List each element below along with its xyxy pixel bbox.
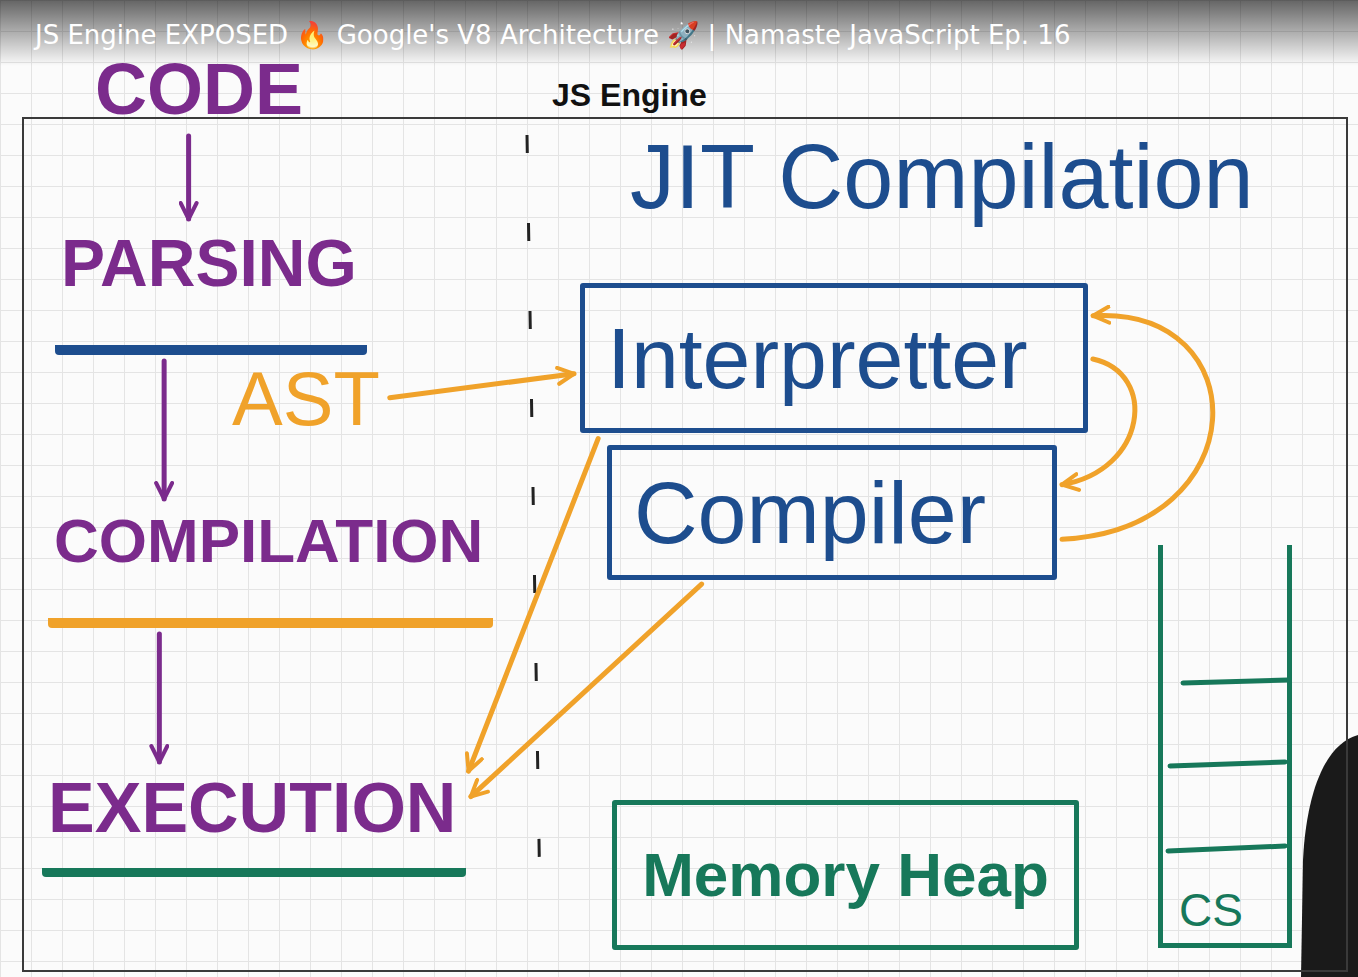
frame-heading: JS Engine [552,79,707,111]
flow-arrow [162,361,167,499]
stack-shelf [1168,846,1285,851]
node-text: EXECUTION [48,773,456,843]
divider-line [527,135,540,900]
stack-shelf [1170,762,1285,766]
ast-label: AST [228,355,384,442]
node-text: COMPILATION [54,510,483,572]
video-title: JS Engine EXPOSED 🔥 Google's V8 Architec… [35,22,1070,48]
node-text: Interpretter [607,315,1028,401]
node-text: AST [232,361,380,437]
flow-arrow [1062,359,1135,485]
engine-frame: JS EnginePARSINGASTCOMPILATIONEXECUTIONI… [22,117,1348,972]
flow-arrow [390,374,574,398]
interpreter-box: Interpretter [580,283,1088,433]
memory-heap-box: Memory Heap [612,800,1079,950]
node-text: CS [1179,887,1243,933]
stack-shelf [1183,680,1288,683]
flow-arrow [157,634,162,762]
compiler-box: Compiler [607,445,1057,580]
node-text: Memory Heap [642,844,1049,906]
flow-arrow [186,136,191,219]
node-text: PARSING [61,230,357,296]
section-heading: JIT Compilation [630,132,1254,222]
node-text: Compiler [634,469,986,557]
flow-arrow [471,584,702,797]
stage-label: EXECUTION [42,768,466,877]
stage-label: COMPILATION [48,505,493,628]
stage-label: PARSING [55,225,367,355]
node-text: CODE [95,53,303,125]
presenter-silhouette [1301,735,1358,977]
flow-arrow [469,439,599,772]
call-stack: CS [1158,545,1292,948]
